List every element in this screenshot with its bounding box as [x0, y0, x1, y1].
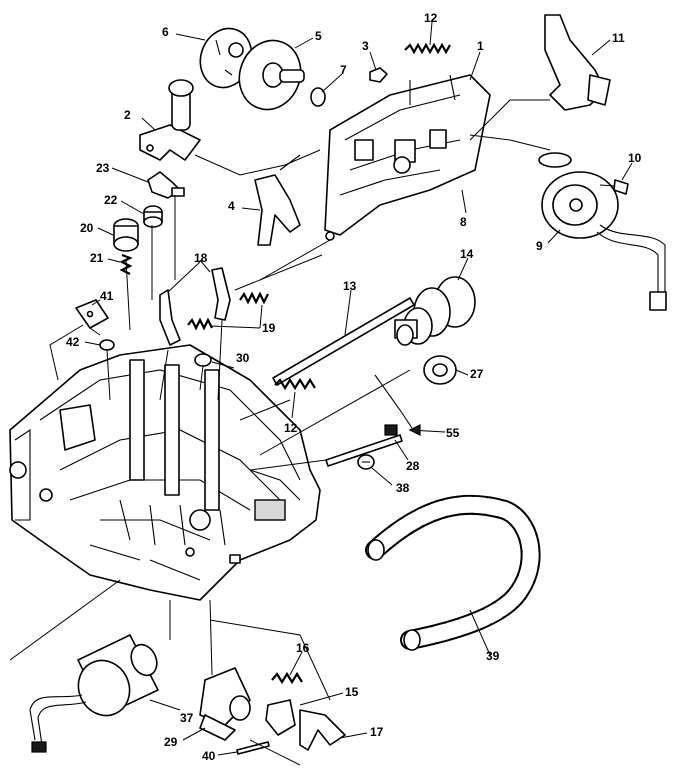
- callout-16: 16: [296, 641, 310, 655]
- shaft-part-13: [272, 297, 415, 386]
- callout-12-top: 12: [424, 11, 438, 25]
- callout-leaders: [84, 21, 633, 756]
- callout-27: 27: [470, 367, 484, 381]
- gear-part-20: [113, 218, 139, 252]
- spiral-cable-part-39: [365, 494, 541, 651]
- gear-disk-part-5: [238, 39, 305, 111]
- callout-28: 28: [406, 459, 420, 473]
- screw-part-3: [369, 67, 388, 83]
- callout-7: 7: [340, 63, 347, 77]
- lever-part-4: [254, 154, 301, 246]
- spring-part-19a: [187, 317, 213, 331]
- callout-19: 19: [262, 321, 276, 335]
- callout-42: 42: [66, 335, 80, 349]
- callout-38: 38: [396, 481, 410, 495]
- callout-40: 40: [202, 749, 216, 763]
- callout-4: 4: [228, 199, 235, 213]
- screw-part-10: [599, 179, 629, 195]
- callout-12-middle: 12: [284, 421, 298, 435]
- callout-5: 5: [315, 29, 322, 43]
- encoder-disk-part-6: [199, 27, 253, 89]
- lever-part-17: [299, 709, 346, 751]
- ring-part-7: [310, 87, 326, 107]
- screw-part-30: [194, 353, 212, 367]
- callout-29: 29: [164, 735, 178, 749]
- motor-part-37: [29, 634, 159, 753]
- arrow-icon: [408, 424, 421, 436]
- callout-18: 18: [194, 251, 208, 265]
- gear-assembly-part-14: [394, 276, 476, 346]
- callout-15: 15: [345, 685, 359, 699]
- callout-23: 23: [96, 161, 110, 175]
- callout-39: 39: [486, 649, 500, 663]
- gear-part-27: [423, 355, 457, 385]
- callout-2: 2: [124, 108, 131, 122]
- bracket-part-15: [265, 699, 296, 736]
- spring-part-16: [271, 671, 303, 685]
- main-chassis: [9, 344, 321, 601]
- plate-part-41: [75, 299, 109, 329]
- spring-part-12-top: [404, 42, 451, 55]
- callout-11: 11: [612, 31, 625, 45]
- solenoid-part-29: [199, 667, 251, 741]
- motor-part-9: [538, 152, 667, 311]
- callout-20: 20: [80, 221, 94, 235]
- arm-part-11: [544, 14, 611, 111]
- cam-part-23: [147, 171, 185, 199]
- callout-41: 41: [100, 289, 114, 303]
- callout-1: 1: [477, 39, 484, 53]
- pin-part-40: [236, 741, 270, 755]
- screw-part-38: [357, 454, 375, 470]
- callout-9: 9: [536, 239, 543, 253]
- lever-part-18: [159, 267, 231, 346]
- nut-part-42: [99, 339, 115, 351]
- bushing-part-22: [143, 205, 163, 228]
- callout-14: 14: [460, 247, 474, 261]
- callout-3: 3: [362, 39, 369, 53]
- assembly-lines: [9, 99, 551, 766]
- bracket-part-2: [139, 79, 201, 161]
- shaft-part-28: [325, 434, 403, 467]
- callout-labels: 1 2 3 4 5 6 7 8 9 10 11 12 12 13 14 15 1…: [66, 11, 642, 763]
- wire-part-55: [374, 374, 413, 429]
- callout-22: 22: [104, 193, 118, 207]
- spring-part-12-middle: [274, 377, 316, 391]
- callout-37: 37: [180, 711, 194, 725]
- callout-6: 6: [162, 25, 169, 39]
- upper-frame-part-1: [324, 74, 491, 241]
- callout-13: 13: [343, 279, 357, 293]
- callout-8: 8: [460, 215, 467, 229]
- callout-30: 30: [236, 351, 250, 365]
- callout-17: 17: [370, 725, 384, 739]
- callout-10: 10: [628, 151, 642, 165]
- gear-part-28-end: [384, 424, 398, 436]
- callout-55: 55: [446, 426, 460, 440]
- callout-21: 21: [90, 251, 104, 265]
- spring-part-19b: [239, 291, 269, 305]
